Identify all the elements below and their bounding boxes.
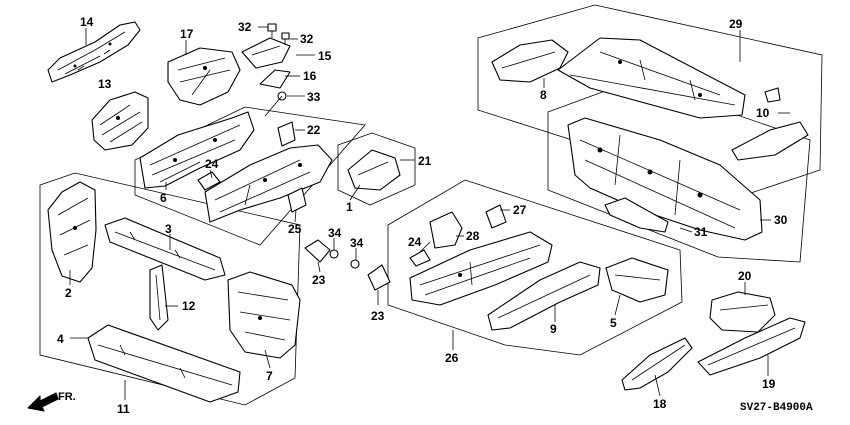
part-26-shape (409, 231, 553, 306)
part-19-shape (697, 317, 806, 376)
leader-lines (69, 26, 790, 400)
callout-24-left: 24 (205, 157, 219, 171)
callout-3: 3 (165, 222, 172, 236)
part-14-shape (47, 21, 141, 83)
frame-assembly-center (204, 144, 333, 223)
part-30-shape (567, 117, 763, 241)
part-3-shape (104, 217, 226, 281)
part-23-right-shape (367, 264, 391, 291)
part-13-shape (91, 91, 149, 151)
part-22-shape (277, 121, 296, 147)
part-15-shape (241, 37, 291, 69)
group-outline-dashboard-upper (477, 4, 823, 196)
callout-19: 19 (762, 377, 776, 391)
part-12-shape (149, 264, 169, 331)
callout-labels: 14 17 32 32 15 16 33 13 22 24 6 21 1 25 … (57, 15, 788, 416)
callout-10: 10 (756, 106, 770, 120)
callout-13: 13 (98, 77, 112, 91)
callout-32-b: 32 (300, 32, 314, 46)
callout-1: 1 (346, 200, 353, 214)
part-24-left-shape (197, 171, 221, 191)
callout-34-a: 34 (328, 226, 342, 240)
callout-32-a: 32 (238, 20, 252, 34)
callout-7: 7 (266, 369, 273, 383)
part-29-shape (557, 37, 746, 119)
front-direction-label: FR. (58, 391, 76, 403)
part-16-shape (259, 69, 291, 89)
callout-25: 25 (288, 222, 302, 236)
part-34-left-clip (329, 249, 339, 259)
callout-24-right: 24 (408, 235, 422, 249)
callout-16: 16 (303, 69, 317, 83)
callout-9: 9 (550, 322, 557, 336)
front-direction-indicator: FR. (27, 391, 76, 412)
part-24-right-shape (409, 249, 431, 267)
part-34-right-clip (350, 259, 360, 269)
callout-2: 2 (65, 286, 72, 300)
part-7-shape (227, 271, 301, 359)
callout-21: 21 (418, 154, 432, 168)
callout-11: 11 (117, 402, 130, 416)
part-18-shape (621, 337, 693, 391)
part-6-shape (139, 111, 255, 189)
callout-29: 29 (729, 17, 743, 31)
callout-12: 12 (182, 299, 196, 313)
part-20-shape (709, 291, 776, 333)
callout-33: 33 (307, 90, 321, 104)
callout-28: 28 (466, 229, 480, 243)
part-31-shape (604, 197, 669, 233)
diagram-code: SV27-B4900A (740, 402, 813, 414)
part-8-shape (491, 39, 569, 83)
part-32-bolt-b (281, 32, 290, 45)
callout-22: 22 (307, 123, 321, 137)
callout-26: 26 (445, 351, 459, 365)
part-9-shape (487, 261, 601, 331)
callout-18: 18 (653, 397, 667, 411)
part-2-shape (47, 181, 97, 283)
callout-20: 20 (738, 269, 752, 283)
callout-14: 14 (80, 15, 94, 29)
part-23-left-shape (304, 239, 331, 263)
front-arrow-icon (27, 392, 59, 412)
callout-15: 15 (318, 49, 332, 63)
part-28-shape (429, 211, 463, 249)
part-21-shape (347, 149, 401, 191)
part-32-bolt-a (267, 23, 277, 38)
callout-23-a: 23 (312, 273, 326, 287)
part-4-shape (87, 324, 241, 403)
part-25-shape (287, 187, 307, 213)
callout-27: 27 (513, 203, 527, 217)
callout-30: 30 (774, 213, 788, 227)
callout-34-b: 34 (350, 236, 364, 250)
callout-23-b: 23 (371, 309, 385, 323)
group-outline-bracket-21 (337, 132, 416, 206)
callout-5: 5 (610, 316, 617, 330)
part-5-shape (605, 257, 669, 303)
part-10-shape (731, 87, 809, 161)
callout-4: 4 (57, 332, 64, 346)
part-17-shape (167, 47, 241, 106)
callout-8: 8 (540, 88, 547, 102)
callout-17: 17 (180, 27, 194, 41)
group-outline-floor-frame (387, 179, 683, 356)
callout-31: 31 (694, 225, 708, 239)
part-27-shape (485, 204, 507, 229)
callout-6: 6 (160, 191, 167, 205)
group-outline-front-bulkhead (39, 172, 301, 406)
